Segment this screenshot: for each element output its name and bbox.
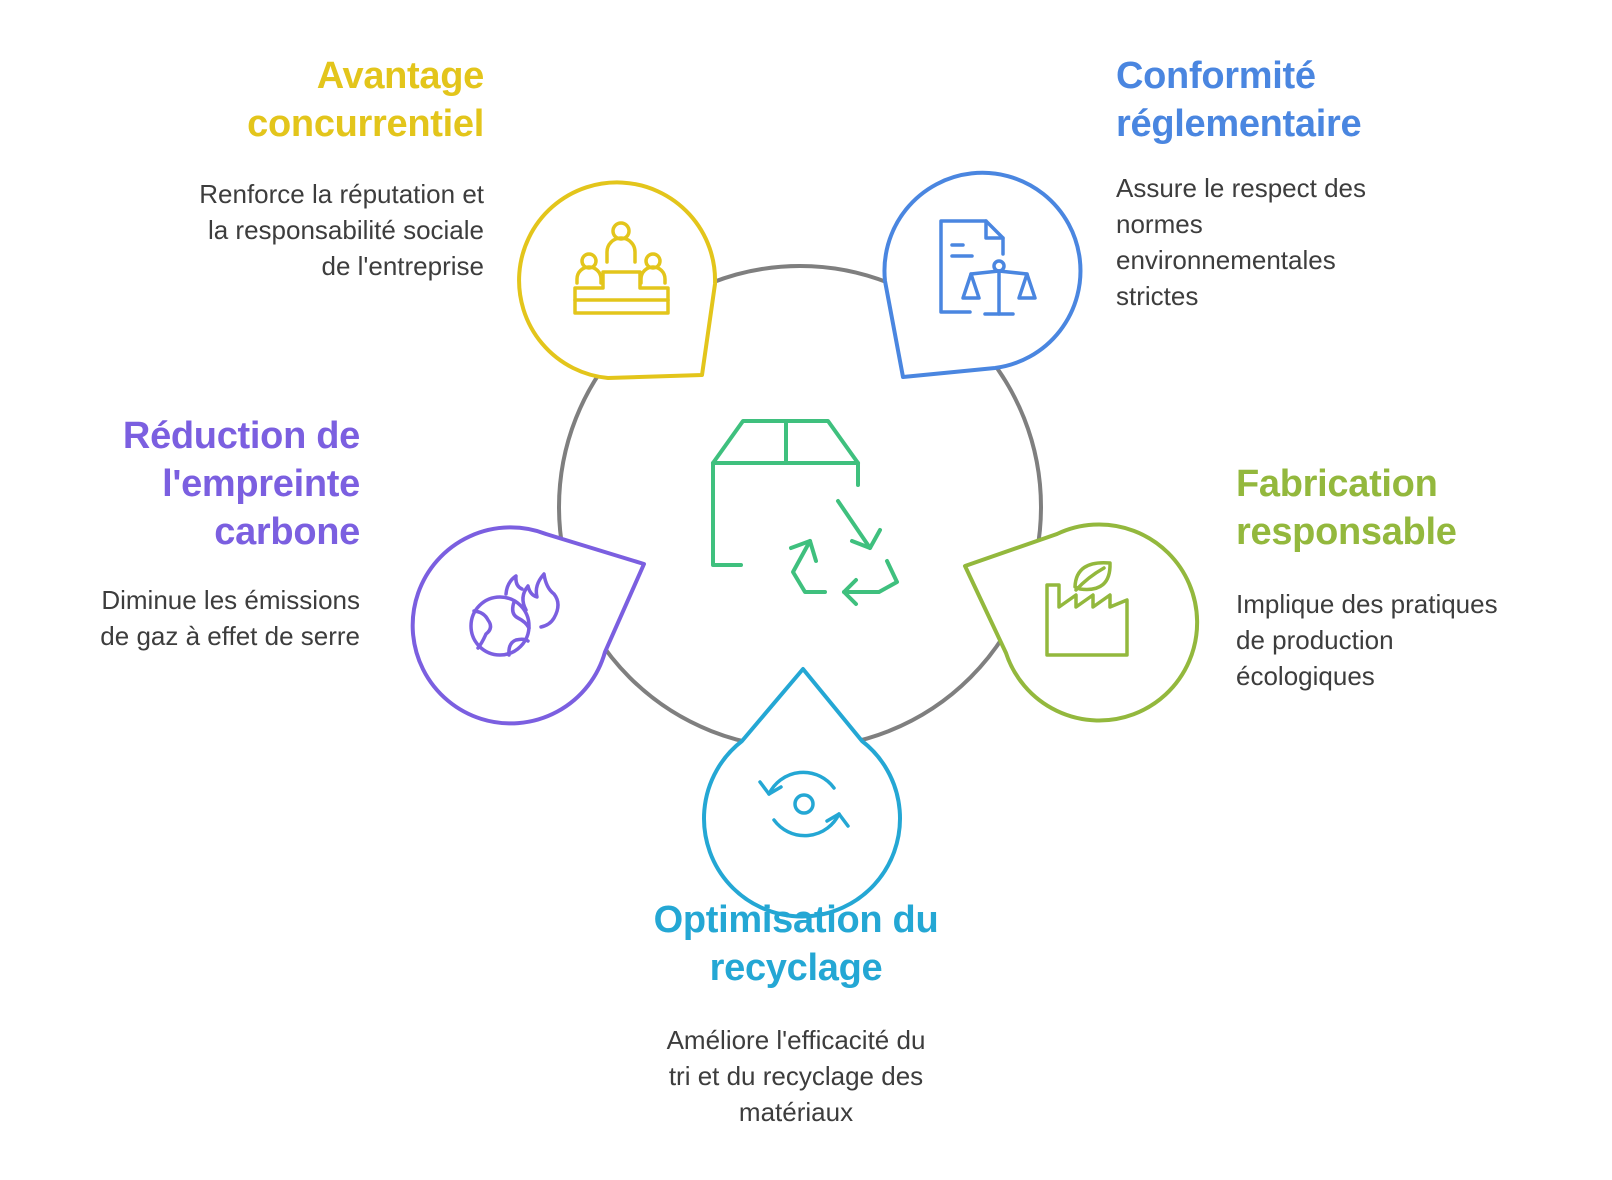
box-recycle-icon: [711, 419, 899, 606]
conformite-desc-line3: environnementales: [1116, 245, 1336, 275]
conformite-title-line2: réglementaire: [1116, 103, 1362, 145]
refresh-cycle-icon: [758, 770, 850, 838]
conformite-description: Assure le respect des normes environneme…: [1116, 170, 1476, 314]
fabrication-desc-line1: Implique des pratiques: [1236, 589, 1498, 619]
reduction-title-line2: l'empreinte: [162, 463, 360, 505]
burning-globe-icon: [469, 572, 560, 657]
fabrication-pin: [963, 522, 1200, 723]
recyclage-title: Optimisation du recyclage: [586, 896, 1006, 992]
avantage-pin: [517, 180, 718, 380]
recyclage-pin: [702, 667, 902, 919]
eco-factory-icon: [1045, 560, 1129, 657]
reduction-description: Diminue les émissions de gaz à effet de …: [20, 582, 360, 654]
fabrication-title: Fabrication responsable: [1236, 460, 1576, 556]
recyclage-title-line2: recyclage: [709, 947, 883, 989]
avantage-desc-line1: Renforce la réputation et: [199, 179, 484, 209]
conformite-desc-line4: strictes: [1116, 281, 1199, 311]
fabrication-title-line2: responsable: [1236, 511, 1457, 553]
fabrication-desc-line3: écologiques: [1236, 661, 1375, 691]
reduction-title: Réduction de l'empreinte carbone: [40, 412, 360, 556]
reduction-desc-line2: de gaz à effet de serre: [100, 621, 360, 651]
conformite-pin: [882, 170, 1083, 379]
reduction-desc-line1: Diminue les émissions: [101, 585, 360, 615]
avantage-title: Avantage concurrentiel: [150, 52, 484, 148]
avantage-title-line2: concurrentiel: [247, 103, 484, 145]
fabrication-title-line1: Fabrication: [1236, 463, 1438, 505]
recyclage-description: Améliore l'efficacité du tri et du recyc…: [586, 1022, 1006, 1130]
document-scale-icon: [939, 219, 1037, 316]
conformite-desc-line2: normes: [1116, 209, 1203, 239]
fabrication-description: Implique des pratiques de production éco…: [1236, 586, 1586, 694]
avantage-desc-line2: la responsabilité sociale: [207, 215, 484, 245]
podium-icon: [573, 221, 670, 315]
avantage-desc-line3: de l'entreprise: [321, 251, 485, 281]
avantage-description: Renforce la réputation et la responsabil…: [100, 176, 484, 284]
fabrication-desc-line2: de production: [1236, 625, 1394, 655]
recyclage-desc-line3: matériaux: [738, 1097, 854, 1127]
conformite-title: Conformité réglementaire: [1116, 52, 1456, 148]
avantage-title-line1: Avantage: [316, 55, 485, 97]
reduction-title-line1: Réduction de: [122, 415, 360, 457]
conformite-desc-line1: Assure le respect des: [1116, 173, 1367, 203]
reduction-title-line3: carbone: [214, 511, 360, 553]
conformite-title-line1: Conformité: [1116, 55, 1316, 97]
recyclage-desc-line1: Améliore l'efficacité du: [666, 1025, 926, 1055]
recyclage-desc-line2: tri et du recyclage des: [668, 1061, 924, 1091]
recyclage-title-line1: Optimisation du: [653, 899, 939, 941]
